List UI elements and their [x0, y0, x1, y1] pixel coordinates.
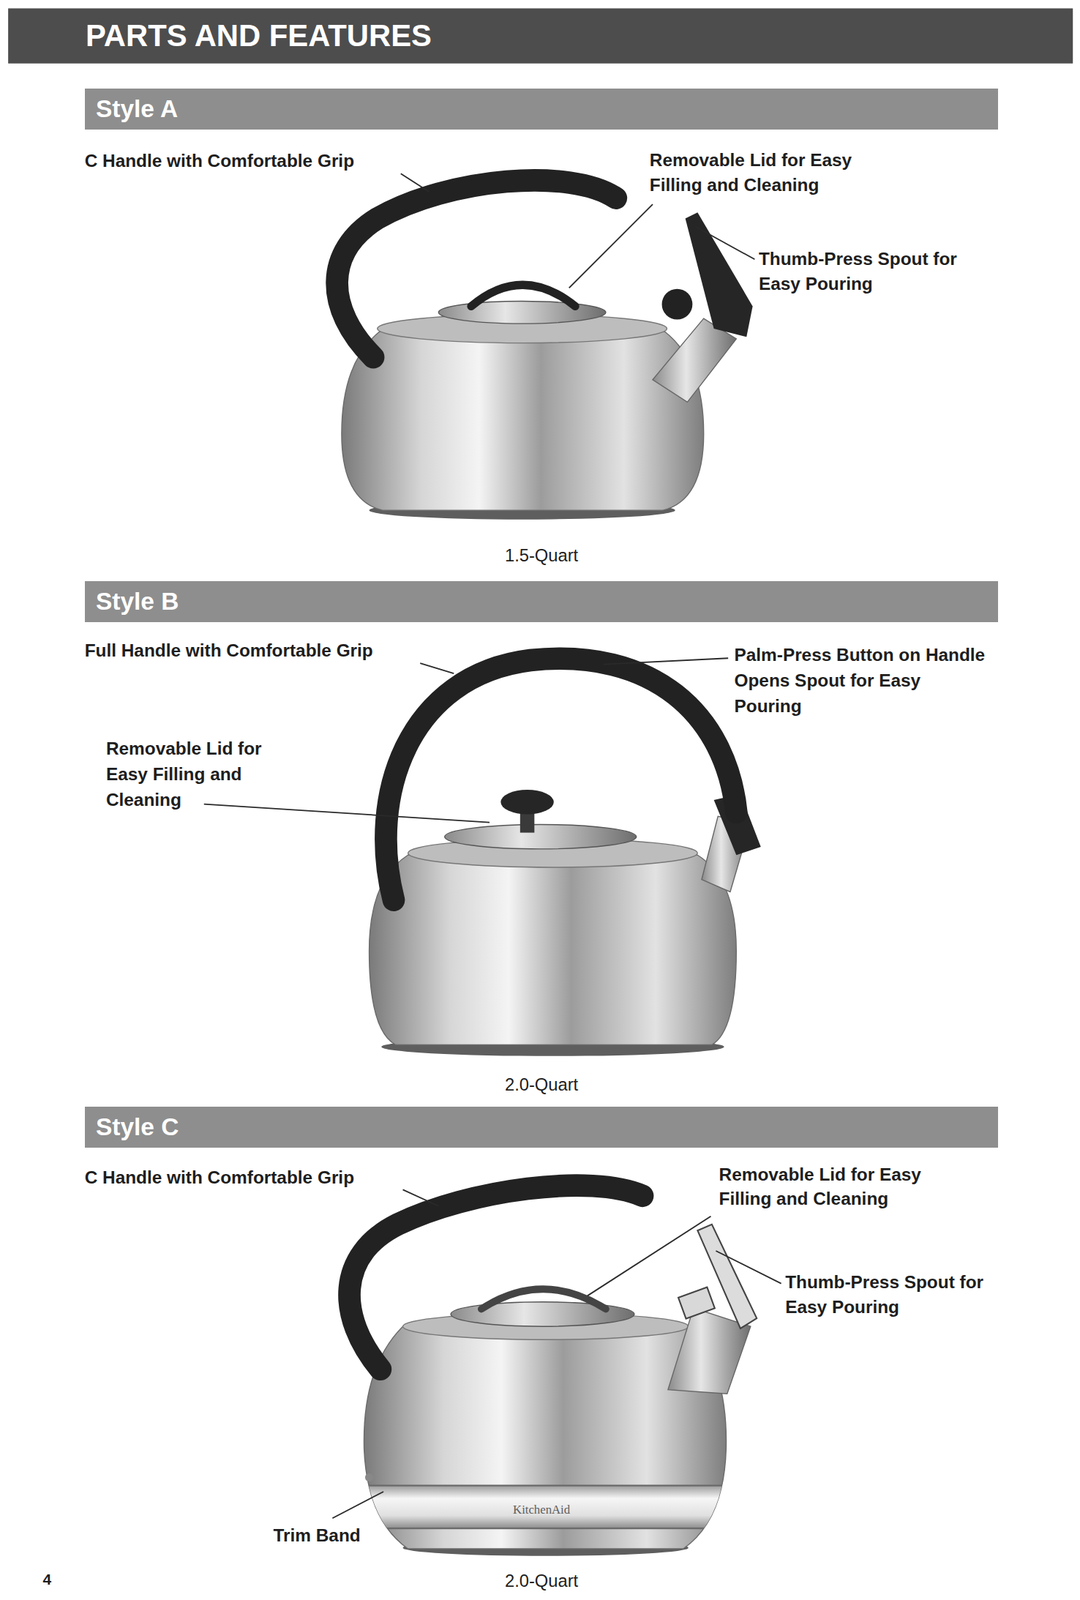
leader-line — [204, 173, 782, 1518]
kettle-b — [500, 789, 554, 814]
leader-line — [603, 657, 729, 664]
part-label: Full Handle with Comfortable Grip — [84, 638, 374, 663]
kettle-c — [481, 1288, 606, 1309]
kettle-a — [685, 212, 753, 337]
page-number: 4 — [43, 1566, 52, 1591]
section-heading: Style C — [95, 1112, 179, 1141]
kettle-c — [346, 1485, 745, 1529]
part-label: Thumb-Press Spout for Easy Pouring — [785, 1269, 1031, 1319]
kettle-c — [349, 1185, 644, 1370]
title-bar — [8, 8, 1073, 63]
kettle-c — [346, 1185, 757, 1556]
section-heading: Style A — [95, 95, 178, 123]
part-label: C Handle with Comfortable Grip — [84, 148, 355, 173]
leader-line — [332, 1491, 384, 1518]
kettle-a — [438, 300, 606, 324]
section-band: Style A — [84, 88, 999, 130]
leader-line — [715, 1250, 781, 1284]
kettle-a — [337, 180, 753, 519]
kettle-b — [385, 658, 737, 900]
part-label: Removable Lid for Easy Filling and Clean… — [106, 736, 300, 813]
kettle-c — [365, 1472, 374, 1481]
leader-line — [569, 204, 653, 288]
title-text: PARTS AND FEATURES — [85, 18, 432, 54]
kettle-a — [471, 284, 576, 306]
part-label: C Handle with Comfortable Grip — [84, 1164, 355, 1190]
kettle-b — [369, 854, 737, 1045]
kettle-a — [662, 289, 693, 320]
kettle-b — [444, 823, 637, 849]
leader-line — [403, 1189, 440, 1206]
part-label: Palm-Press Button on Handle Opens Spout … — [734, 642, 990, 720]
page-title: PARTS AND FEATURES — [85, 8, 432, 63]
section-band: Style C — [84, 1106, 999, 1148]
capacity-caption: 1.5-Quart — [504, 543, 579, 568]
leader-line — [587, 1216, 712, 1296]
leader-line — [204, 804, 490, 823]
capacity-caption: 2.0-Quart — [504, 1568, 579, 1593]
leader-line — [420, 662, 454, 674]
kettle-c — [346, 1527, 745, 1529]
capacity-caption: 2.0-Quart — [504, 1072, 579, 1097]
part-label: Removable Lid for Easy Filling and Clean… — [719, 1161, 965, 1211]
section-band: Style B — [84, 580, 999, 622]
leader-line — [695, 226, 756, 260]
kettle-c — [346, 1485, 745, 1529]
kettle-a — [341, 331, 704, 510]
kettle-a — [337, 180, 617, 358]
part-label: Thumb-Press Spout for Easy Pouring — [758, 246, 1004, 296]
part-label: Removable Lid for Easy Filling and Clean… — [649, 147, 895, 197]
kettle-c — [697, 1224, 757, 1329]
kettle-c — [346, 1484, 745, 1487]
part-label: Trim Band — [273, 1522, 361, 1547]
brand-mark: KitchenAid — [512, 1497, 570, 1522]
leader-line — [400, 173, 430, 192]
kettle-c — [678, 1287, 715, 1319]
kettle-b — [369, 658, 761, 1056]
section-heading: Style B — [95, 587, 179, 616]
